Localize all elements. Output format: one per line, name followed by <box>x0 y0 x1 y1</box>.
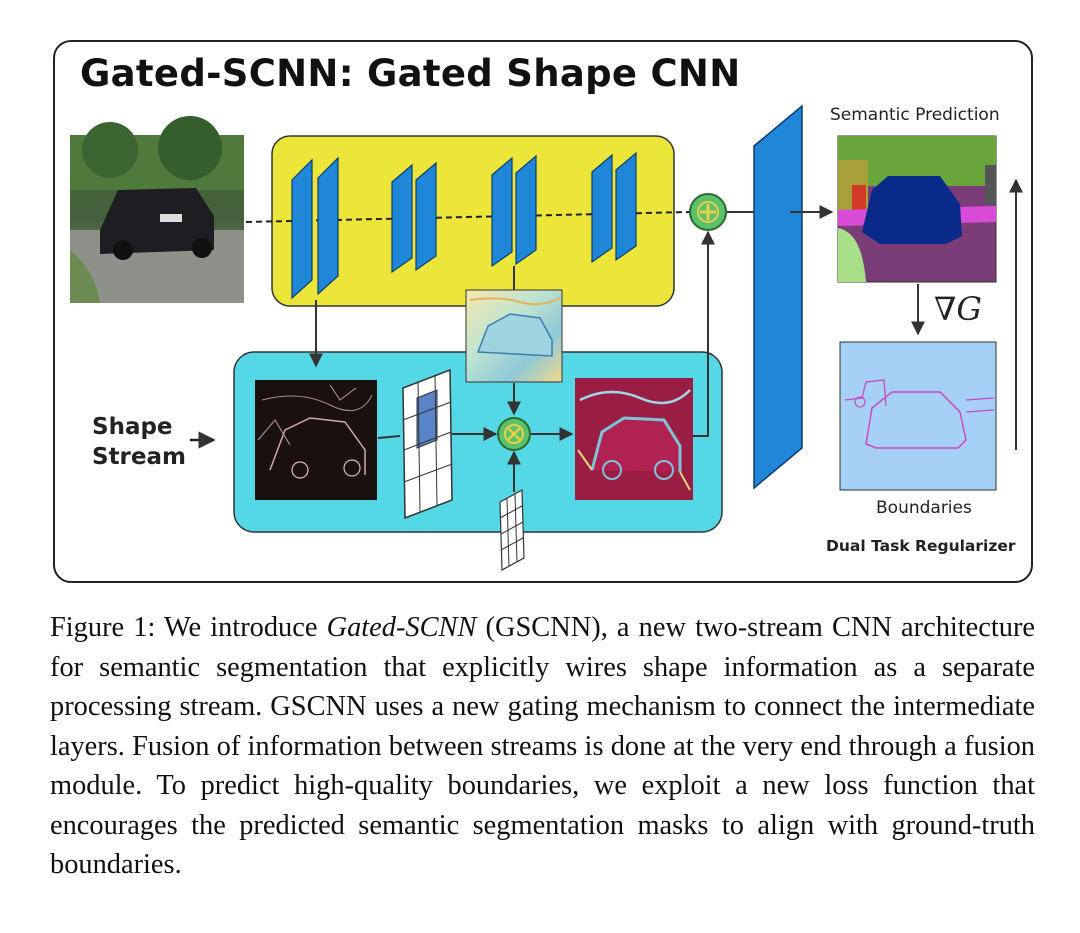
gated-output-image <box>575 378 693 500</box>
architecture-diagram <box>70 104 1023 571</box>
conv-block-3 <box>491 154 537 268</box>
figure-caption: Figure 1: We introduce Gated-SCNN (GSCNN… <box>50 608 1035 885</box>
dual-task-regularizer-label: Dual Task Regularizer <box>826 537 1016 555</box>
boundaries-label: Boundaries <box>876 498 972 518</box>
shape-stream-label: Shape Stream <box>92 414 186 470</box>
caption-prefix: Figure 1: We introduce <box>50 612 327 643</box>
small-conv-grid <box>499 489 525 571</box>
fusion-module-block <box>753 104 803 490</box>
edge-map-image <box>255 380 377 500</box>
figure-title: Gated-SCNN: Gated Shape CNN <box>80 52 741 95</box>
gating-multiply-node <box>497 417 531 451</box>
input-image <box>70 116 244 303</box>
caption-body: (GSCNN), a new two-stream CNN architectu… <box>50 612 1036 880</box>
gradient-label: ∇G <box>934 290 982 328</box>
semantic-prediction-label: Semantic Prediction <box>830 105 1000 125</box>
conv-block-4 <box>591 151 637 264</box>
semantic-prediction-image <box>837 135 997 283</box>
caption-emphasis: Gated-SCNN <box>326 612 477 643</box>
attention-map-image <box>465 289 563 383</box>
conv-block-2 <box>391 161 437 274</box>
boundaries-image <box>839 341 997 491</box>
fusion-add-node <box>689 193 727 231</box>
gated-conv-grid <box>402 368 453 520</box>
conv-block-1 <box>291 156 339 300</box>
